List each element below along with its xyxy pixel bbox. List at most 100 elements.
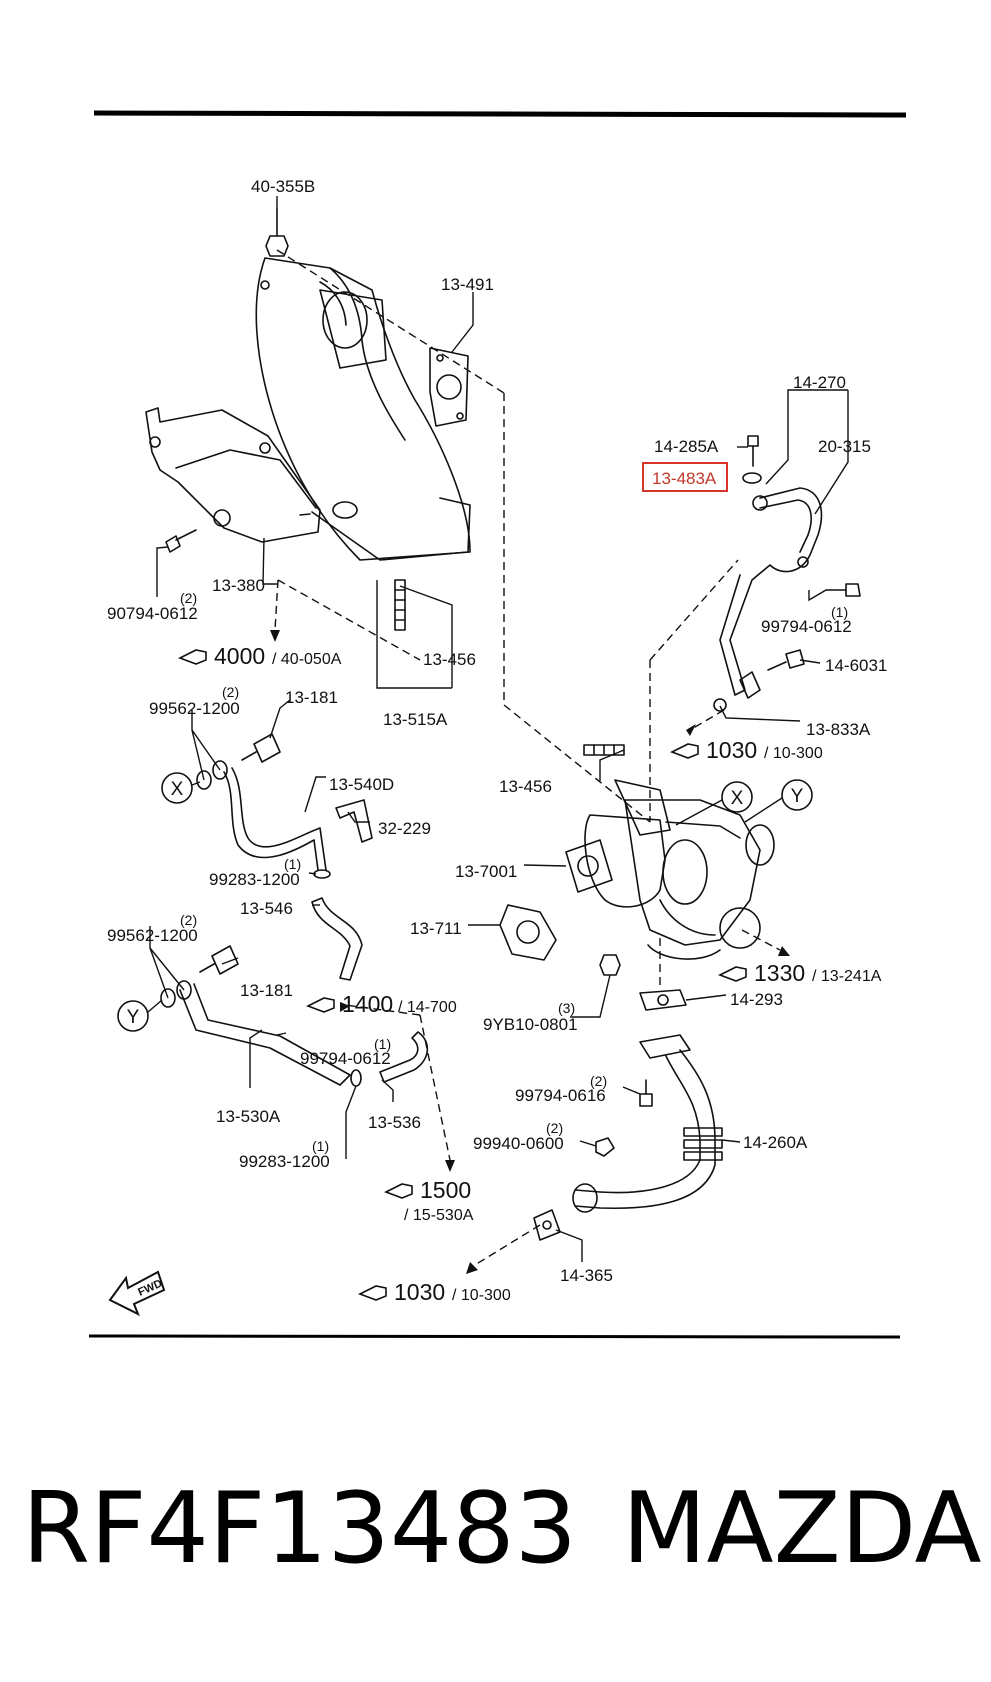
label-13-546: 13-546 xyxy=(240,899,293,918)
label-99794-0612-top: 99794-0612 xyxy=(761,617,852,636)
heat-insulator-drawing xyxy=(145,407,321,543)
bottom-rule xyxy=(88,1334,901,1339)
ref-1030-lower: 1030 / 10-300 xyxy=(358,1279,511,1305)
label-14-285A: 14-285A xyxy=(654,437,719,456)
label-13-456-top: 13-456 xyxy=(423,650,476,669)
highlight-box xyxy=(642,462,728,492)
qty-99562-1200-bottom: (2) xyxy=(180,912,197,928)
label-14-365: 14-365 xyxy=(560,1266,613,1285)
qty-9YB10-0801: (3) xyxy=(558,1000,575,1016)
svg-text:4000: 4000 xyxy=(214,643,265,669)
stud-13-456-mid-drawing xyxy=(583,744,625,756)
footer: RF4F13483 MAZDA xyxy=(0,1480,991,1630)
qty-99794-0612-bottom: (1) xyxy=(374,1036,391,1052)
ref-1400: 1400 / 14-700 xyxy=(306,991,457,1017)
gasket-14-365-drawing xyxy=(533,1209,561,1241)
bolt-14-285A-drawing xyxy=(747,435,759,467)
clamp-99283-1200-bottom-drawing xyxy=(350,1069,362,1087)
svg-text:1400: 1400 xyxy=(342,991,393,1017)
marker-x-turbo: X xyxy=(721,781,753,813)
svg-text:/ 14-700: / 14-700 xyxy=(398,999,457,1016)
label-90794-0612: 90794-0612 xyxy=(107,604,198,623)
qty-90794-0612: (2) xyxy=(180,590,197,606)
part-labels: 40-355B 13-491 14-270 14-285A 20-315 13-… xyxy=(107,177,887,1285)
svg-text:1500: 1500 xyxy=(420,1177,471,1203)
oil-pipe-14-270-drawing xyxy=(719,487,823,699)
ref-4000: 4000 / 40-050A xyxy=(178,643,342,669)
label-99794-0616: 99794-0616 xyxy=(515,1086,606,1105)
brand-name: MAZDA xyxy=(622,1472,982,1586)
marker-y-left-leader xyxy=(147,999,163,1013)
label-99283-1200-bottom: 99283-1200 xyxy=(239,1152,330,1171)
label-13-181-bottom: 13-181 xyxy=(240,981,293,1000)
svg-text:1330: 1330 xyxy=(754,960,805,986)
hose-13-536-drawing xyxy=(379,1031,429,1083)
dashed-relation-lines xyxy=(274,249,781,1269)
parts-diagram: X Y X Y FWD 40-355B 13-491 14-270 14-285… xyxy=(88,110,907,1339)
label-13-483A: 13-483A xyxy=(652,469,717,488)
nut-40-355B-drawing xyxy=(265,207,289,257)
svg-text:/ 10-300: / 10-300 xyxy=(452,1287,511,1304)
svg-text:Y: Y xyxy=(127,1007,140,1028)
washer-13-483A-drawing xyxy=(742,472,762,484)
label-9YB10-0801: 9YB10-0801 xyxy=(483,1015,578,1034)
bolt-99794-0616-drawing xyxy=(639,1079,653,1107)
ref-1330: 1330 / 13-241A xyxy=(718,960,882,986)
label-13-7001: 13-7001 xyxy=(455,862,517,881)
label-13-540D: 13-540D xyxy=(329,775,394,794)
qty-99794-0616: (2) xyxy=(590,1073,607,1089)
label-13-181-top: 13-181 xyxy=(285,688,338,707)
label-32-229: 32-229 xyxy=(378,819,431,838)
hose-13-546-drawing xyxy=(311,897,363,981)
bolt-90794-0612-drawing xyxy=(165,529,197,553)
label-13-536: 13-536 xyxy=(368,1113,421,1132)
label-13-833A: 13-833A xyxy=(806,720,871,739)
ref-1030-upper: 1030 / 10-300 xyxy=(670,737,823,763)
label-40-355B: 40-355B xyxy=(251,177,315,196)
fwd-arrow: FWD xyxy=(108,1270,166,1317)
marker-x-left: X xyxy=(161,772,193,804)
nut-99940-0600-drawing xyxy=(595,1137,615,1157)
section-references: 4000 / 40-050A 1030 / 10-300 1330 / 13-2… xyxy=(178,643,882,1305)
label-99283-1200-top: 99283-1200 xyxy=(209,870,300,889)
qty-99794-0612-top: (1) xyxy=(831,604,848,620)
union-bolt-13-181-top-drawing xyxy=(241,733,281,763)
label-13-456-mid: 13-456 xyxy=(499,777,552,796)
part-number: RF4F13483 xyxy=(22,1472,577,1586)
marker-y-turbo: Y xyxy=(781,779,813,811)
svg-text:X: X xyxy=(731,788,744,809)
water-pipe-13-530A-drawing xyxy=(160,980,351,1086)
qty-99283-1200-bottom: (1) xyxy=(312,1138,329,1154)
label-14-6031: 14-6031 xyxy=(825,656,887,675)
svg-text:1030: 1030 xyxy=(394,1279,445,1305)
svg-text:/ 40-050A: / 40-050A xyxy=(272,651,342,668)
top-rule xyxy=(93,110,907,118)
label-99940-0600: 99940-0600 xyxy=(473,1134,564,1153)
svg-text:1030: 1030 xyxy=(706,737,757,763)
gasket-14-293-drawing xyxy=(639,989,687,1011)
gasket-13-833A-drawing xyxy=(713,698,727,712)
label-14-270: 14-270 xyxy=(793,373,846,392)
turbocharger-drawing xyxy=(565,779,775,960)
marker-x-turbo-leader xyxy=(675,799,723,826)
label-13-711: 13-711 xyxy=(410,919,462,938)
ref-1500: 1500 / 15-530A xyxy=(384,1177,474,1224)
label-99794-0612-bottom: 99794-0612 xyxy=(300,1049,391,1068)
marker-y-turbo-leader xyxy=(744,797,783,823)
marker-x-left-leader xyxy=(191,781,201,786)
label-99562-1200-top: 99562-1200 xyxy=(149,699,240,718)
oil-return-pipe-drawing xyxy=(572,1034,723,1213)
label-13-380: 13-380 xyxy=(212,576,265,595)
stud-13-456-top-drawing xyxy=(394,579,406,631)
label-13-515A: 13-515A xyxy=(383,710,448,729)
union-bolt-13-181-bottom-drawing xyxy=(199,945,239,975)
clamp-99283-1200-top-drawing xyxy=(313,869,331,879)
label-20-315: 20-315 xyxy=(818,437,871,456)
svg-text:Y: Y xyxy=(791,786,804,807)
marker-y-left: Y xyxy=(117,1000,149,1032)
label-14-260A: 14-260A xyxy=(743,1133,808,1152)
svg-text:X: X xyxy=(171,779,184,800)
qty-99940-0600: (2) xyxy=(546,1120,563,1136)
bolt-99794-0612-top-drawing xyxy=(825,583,861,597)
leader-lines xyxy=(149,196,849,1262)
